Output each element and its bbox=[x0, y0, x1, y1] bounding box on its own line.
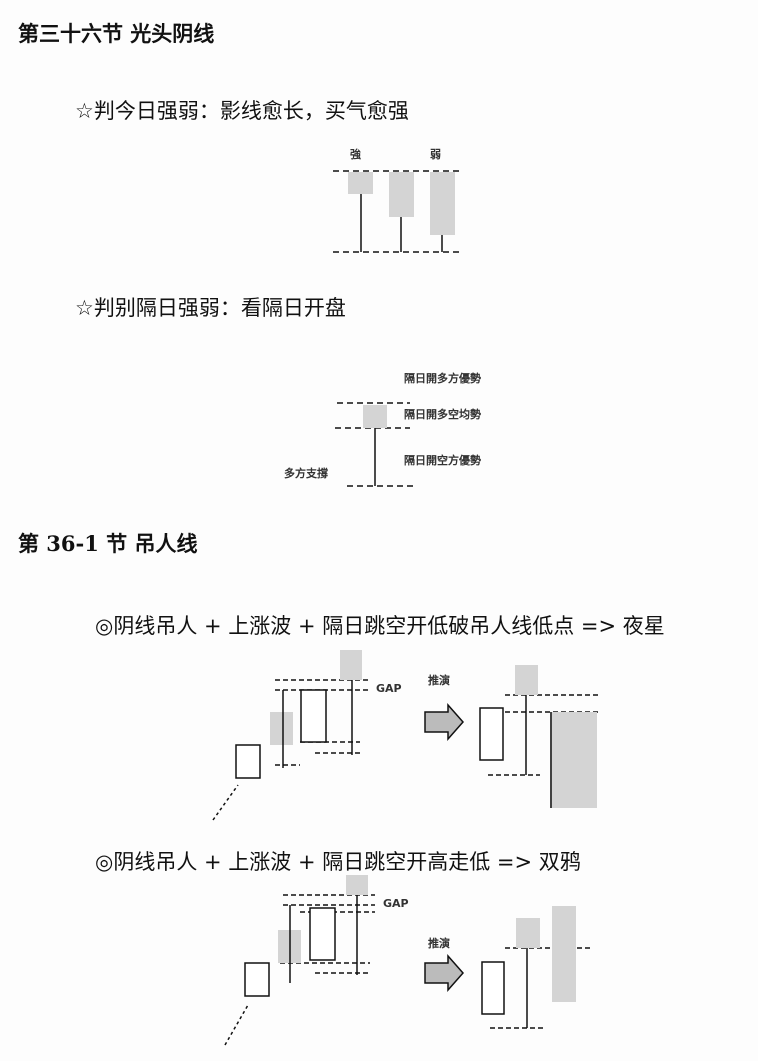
gap-label-2: GAP bbox=[383, 897, 409, 910]
deduce-label-1: 推演 bbox=[428, 674, 450, 687]
bullet-today-strength: ☆判今日强弱：影线愈长，买气愈强 bbox=[75, 99, 409, 123]
figure-next-day-open bbox=[335, 402, 415, 487]
label-weak: 弱 bbox=[430, 148, 441, 161]
label-bull-support: 多方支撐 bbox=[284, 467, 328, 480]
bullet-evening-star: ◎阴线吊人 + 上涨波 + 隔日跳空开低破吊人线低点 => 夜星 bbox=[95, 614, 665, 638]
deduce-label-2: 推演 bbox=[428, 937, 450, 950]
section-title-36: 第三十六节 光头阴线 bbox=[18, 21, 215, 46]
gap-label-1: GAP bbox=[376, 682, 402, 695]
figure-evening-star bbox=[212, 650, 600, 821]
figure-shadow-length bbox=[333, 170, 460, 253]
label-balanced: 隔日開多空均勢 bbox=[404, 408, 481, 421]
label-bull-advantage: 隔日開多方優勢 bbox=[404, 372, 481, 385]
figure-two-crows bbox=[224, 875, 590, 1046]
bullet-two-crows: ◎阴线吊人 + 上涨波 + 隔日跳空开高走低 => 双鸦 bbox=[95, 850, 581, 874]
section-title-36-1: 第 36-1 节 吊人线 bbox=[18, 531, 198, 556]
label-strong: 強 bbox=[350, 148, 361, 161]
bullet-next-day-strength: ☆判别隔日强弱：看隔日开盘 bbox=[75, 296, 346, 320]
label-bear-advantage: 隔日開空方優勢 bbox=[404, 454, 481, 467]
